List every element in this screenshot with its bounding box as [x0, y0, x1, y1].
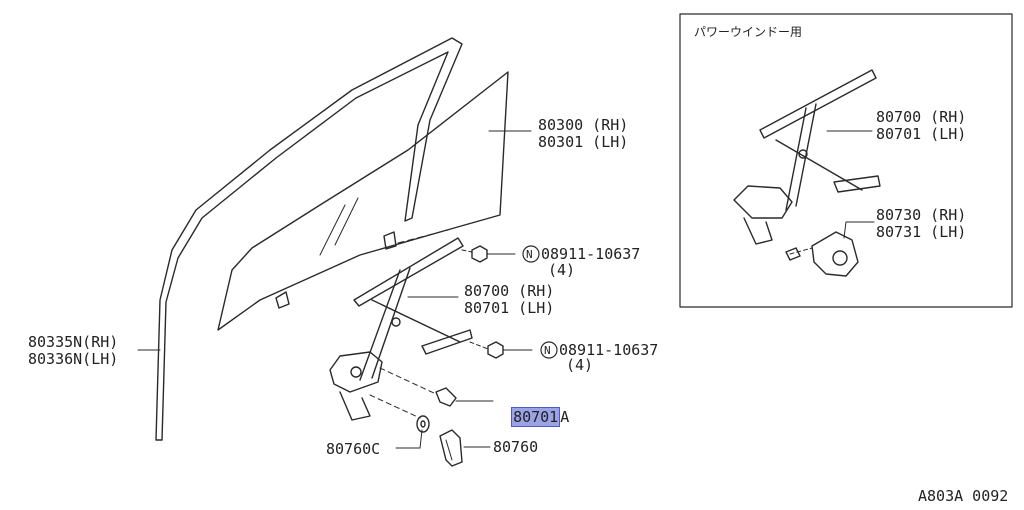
channel-lh-label: 80336N(LH) [28, 350, 119, 368]
regulator-drawing [329, 237, 473, 421]
inset-box [679, 13, 1013, 308]
bolt-part-suffix: A [560, 408, 570, 426]
washer-label: 80760C [326, 440, 381, 458]
inset-regulator-rh-label: 80700 (RH) [876, 108, 967, 126]
inset-title: パワーウインドー用 [694, 25, 803, 39]
inset-regulator-drawing [733, 69, 881, 245]
nut-top-n-symbol: N [526, 248, 533, 261]
inset-regulator-lh-label: 80701 (LH) [876, 125, 967, 143]
handle-drawing [439, 429, 463, 467]
nut-mid-part-number: 08911-10637 [559, 341, 659, 359]
glass-rh-label: 80300 (RH) [538, 116, 629, 134]
bolt-drawing [379, 367, 457, 407]
door-channel-drawing [155, 37, 463, 441]
handle-label: 80760 [493, 438, 539, 456]
motor-rh-label: 80730 (RH) [876, 206, 967, 224]
nut-mid-n-symbol: N [544, 344, 551, 357]
channel-rh-label: 80335N(RH) [28, 333, 119, 351]
nut-mid-quantity: (4) [566, 356, 594, 374]
washer-drawing [369, 394, 430, 433]
nut-top-quantity: (4) [548, 261, 576, 279]
n-symbol-mid-circle [540, 341, 558, 359]
nut-top-drawing [471, 245, 488, 263]
glass-lh-label: 80301 (LH) [538, 133, 629, 151]
n-symbol-top-circle [522, 245, 540, 263]
regulator-rh-label: 80700 (RH) [464, 282, 555, 300]
regulator-lh-label: 80701 (LH) [464, 299, 555, 317]
figure-code: A803A 0092 [918, 487, 1009, 505]
window-glass-drawing [217, 71, 509, 331]
motor-lh-label: 80731 (LH) [876, 223, 967, 241]
nut-mid-drawing [487, 341, 504, 359]
nut-top-part-number: 08911-10637 [541, 245, 641, 263]
bolt-part-number-highlight[interactable]: 80701 [511, 407, 561, 427]
inset-motor-drawing [785, 221, 875, 277]
